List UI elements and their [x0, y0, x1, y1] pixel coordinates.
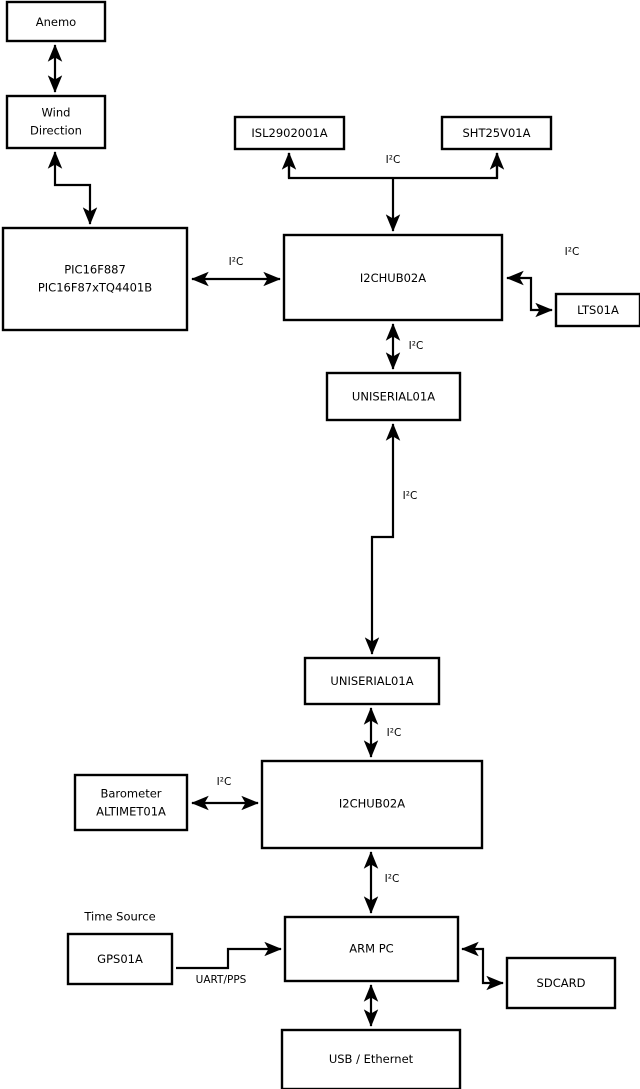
edge-line — [506, 270, 553, 318]
node-pic[interactable]: PIC16F887 PIC16F87xTQ4401B — [1, 226, 189, 332]
edge-line — [461, 941, 504, 991]
edge-hub-lts: I²C — [506, 246, 580, 318]
edge-hub-sensors: I²C — [281, 152, 505, 232]
edge-label-hub-uniserial: I²C — [409, 340, 424, 352]
node-box[interactable] — [554, 292, 640, 328]
edge-label-hub2-armpc: I²C — [385, 873, 400, 885]
node-box[interactable] — [280, 1028, 462, 1089]
node-lts01a[interactable]: LTS01A — [554, 292, 640, 328]
node-label-i2chub02a-top: I2CHUB02A — [360, 271, 426, 285]
node-label-barometer-line1: Barometer — [100, 787, 161, 801]
node-label-isl2902001a: ISL2902001A — [251, 126, 327, 140]
node-label-sdcard: SDCARD — [537, 976, 586, 990]
node-box[interactable] — [5, 0, 107, 43]
edge-label-uniserial-hub2: I²C — [387, 727, 402, 739]
edge-uniserial-hub2: I²C — [363, 707, 402, 758]
node-label-usb-ethernet: USB / Ethernet — [329, 1052, 414, 1066]
edge-line — [364, 423, 401, 655]
edge-label-hub-sensors: I²C — [386, 154, 401, 166]
node-gps01a[interactable]: GPS01A — [66, 932, 174, 986]
node-label-i2chub02a-bottom: I2CHUB02A — [339, 797, 405, 811]
node-sdcard[interactable]: SDCARD — [505, 956, 617, 1010]
edge-hub-uniserial: I²C — [385, 323, 424, 370]
edge-wind-pic — [47, 151, 98, 225]
node-arm-pc[interactable]: ARM PC — [283, 915, 460, 983]
node-anemo[interactable]: Anemo — [5, 0, 107, 43]
edge-line — [47, 151, 98, 225]
edge-label-pic-hub: I²C — [229, 256, 244, 268]
edge-hub2-armpc: I²C — [363, 851, 400, 914]
node-box[interactable] — [505, 956, 617, 1010]
node-label-wind-line2: Direction — [30, 124, 82, 138]
edge-gps-armpc: UART/PPS — [176, 941, 282, 986]
node-i2chub02a-top[interactable]: I2CHUB02A — [282, 233, 504, 322]
node-box[interactable] — [233, 115, 346, 151]
node-label-lts01a: LTS01A — [577, 303, 619, 317]
node-box[interactable] — [66, 932, 174, 986]
label-time-source: Time Source — [83, 910, 155, 924]
node-label-sht25v01a: SHT25V01A — [463, 126, 531, 140]
node-isl2902001a[interactable]: ISL2902001A — [233, 115, 346, 151]
node-label-pic-line1: PIC16F887 — [64, 263, 126, 277]
node-box[interactable] — [5, 94, 107, 150]
node-barometer[interactable]: Barometer ALTIMET01A — [73, 773, 189, 832]
edge-label-uniserial-uniserial: I²C — [403, 490, 418, 502]
edge-label-gps-armpc: UART/PPS — [196, 974, 247, 986]
edge-armpc-sdcard — [461, 941, 504, 991]
node-label-anemo: Anemo — [36, 15, 76, 29]
node-box[interactable] — [325, 371, 462, 422]
edge-label-hub-lts: I²C — [565, 246, 580, 258]
node-usb-ethernet[interactable]: USB / Ethernet — [280, 1028, 462, 1089]
edge-barometer-hub2: I²C — [191, 776, 259, 811]
node-box[interactable] — [282, 233, 504, 322]
edge-uniserial-uniserial: I²C — [364, 423, 418, 655]
node-sht25v01a[interactable]: SHT25V01A — [440, 115, 553, 151]
node-uniserial01a-bottom[interactable]: UNISERIAL01A — [303, 656, 441, 706]
node-label-arm-pc: ARM PC — [349, 942, 393, 956]
node-box[interactable] — [283, 915, 460, 983]
node-label-uniserial01a-top: UNISERIAL01A — [352, 390, 435, 404]
node-box[interactable] — [260, 759, 484, 850]
node-box[interactable] — [1, 226, 189, 332]
node-label-uniserial01a-bottom: UNISERIAL01A — [330, 674, 413, 688]
node-wind-direction[interactable]: Wind Direction — [5, 94, 107, 150]
edge-label-barometer-hub2: I²C — [217, 776, 232, 788]
node-i2chub02a-bottom[interactable]: I2CHUB02A — [260, 759, 484, 850]
node-label-wind-line1: Wind — [42, 106, 71, 120]
edge-line — [176, 941, 282, 970]
node-label-gps01a: GPS01A — [97, 952, 143, 966]
node-box[interactable] — [73, 773, 189, 832]
node-box[interactable] — [440, 115, 553, 151]
node-label-pic-line2: PIC16F87xTQ4401B — [38, 281, 152, 295]
node-box[interactable] — [303, 656, 441, 706]
node-label-barometer-line2: ALTIMET01A — [96, 805, 166, 819]
node-uniserial01a-top[interactable]: UNISERIAL01A — [325, 371, 462, 422]
edge-pic-hub: I²C — [191, 256, 281, 287]
